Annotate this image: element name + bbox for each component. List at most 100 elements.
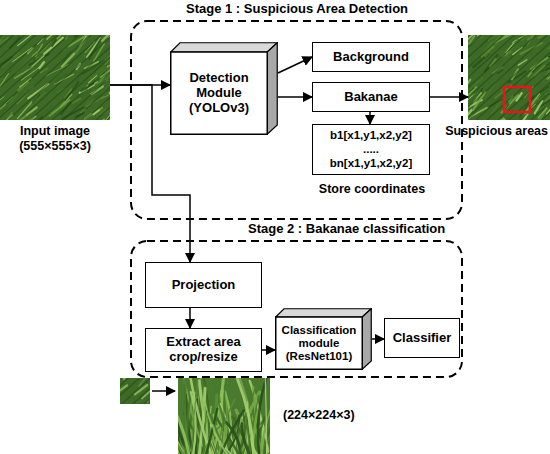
grass-stroke: [113, 408, 119, 411]
leaf-blade: [213, 425, 231, 454]
row-furrow: [89, 378, 118, 404]
grass-stroke: [149, 396, 157, 401]
leaf-blade: [191, 382, 198, 454]
output-image: Suspicious areas: [468, 35, 550, 155]
flow-arrow: [110, 84, 170, 86]
grass-stroke: [13, 48, 32, 62]
stage-region: Stage 1 : Suspicious Area DetectionDetec…: [130, 20, 463, 220]
flow-arrow: [372, 338, 384, 340]
grass-stroke: [168, 383, 178, 389]
row-furrow: [531, 35, 550, 120]
leaf-blade: [264, 425, 287, 454]
stage-heading: Stage 1 : Suspicious Area Detection: [186, 1, 408, 16]
field-photo: [0, 35, 110, 120]
flow-arrow: [430, 96, 468, 98]
resize-arrow: [152, 390, 175, 392]
grass-stroke: [104, 381, 119, 396]
row-furrow: [52, 35, 110, 120]
dashed-border: [131, 21, 462, 219]
row-furrow: [100, 378, 129, 404]
image-caption: Suspicious areas: [445, 124, 548, 139]
row-furrow: [111, 378, 140, 404]
grass-stroke: [108, 362, 116, 374]
class-box: Background: [312, 42, 430, 72]
flow-arrow: [110, 85, 190, 262]
leaf-blade: [171, 377, 182, 454]
row-furrow: [487, 35, 550, 120]
row-furrow: [476, 35, 550, 120]
grass-stroke: [4, 97, 13, 105]
stage-heading: Stage 2 : Bakanae classification: [248, 221, 445, 236]
flow-arrow: [278, 57, 312, 73]
row-furrow: [19, 35, 110, 120]
leaf-blade: [261, 391, 278, 454]
block-front: [276, 317, 363, 369]
row-furrow: [96, 35, 110, 120]
store-caption: Store coordinates: [283, 182, 461, 197]
box-label: Bakanae: [344, 90, 397, 105]
resized-crop: [159, 373, 288, 454]
grass-stroke: [478, 35, 492, 36]
flow-arrow: [189, 308, 191, 328]
row-furrow: [468, 35, 550, 120]
grass-stroke: [101, 379, 114, 394]
input-image: Input image (555×555×3): [0, 35, 110, 160]
block-top: [276, 309, 372, 317]
block-side: [267, 43, 277, 135]
process-box: Extract area crop/resize: [145, 328, 262, 372]
block-front: [171, 52, 268, 134]
grass-stroke: [147, 401, 169, 412]
leaf-blade: [237, 378, 254, 454]
image-caption: Input image (555×555×3): [0, 124, 110, 154]
process-box: Classifier: [384, 318, 460, 358]
class-box: Bakanae: [312, 82, 430, 112]
suspicious-box: [504, 87, 530, 112]
coordinate-text: b1[x1,y1,x2,y2]: [330, 129, 412, 142]
grass-stroke: [76, 35, 90, 52]
grass-stroke: [548, 45, 550, 49]
flow-arrow: [262, 349, 275, 351]
grass-stroke: [485, 55, 497, 71]
leaf-blade: [265, 378, 266, 454]
grass-stroke: [102, 373, 121, 388]
row-furrow: [63, 35, 110, 120]
coordinate-store: b1[x1,y1,x2,y2].....bn[x1,y1,x2,y2]Store…: [312, 124, 430, 175]
grass-stroke: [89, 39, 101, 59]
field-photo: [468, 35, 550, 120]
row-furrow: [107, 35, 110, 120]
grass-stroke: [86, 119, 104, 120]
row-furrow: [122, 378, 151, 404]
dimension-label: (224×224×3): [283, 408, 355, 422]
block-face: Classification module (ResNet101): [275, 317, 363, 370]
box-label: Classifier: [393, 331, 452, 346]
grass-stroke: [36, 113, 51, 120]
detection-module: Detection Module (YOLOv3): [170, 42, 278, 135]
leaf-blade: [159, 408, 181, 454]
flow-arrow: [369, 112, 371, 124]
coordinate-text: .....: [363, 143, 379, 156]
process-box: Projection: [145, 262, 262, 308]
stage-region: Stage 2 : Bakanae classificationProjecti…: [130, 240, 463, 378]
row-furrow: [542, 35, 550, 120]
grass-stroke: [505, 104, 509, 109]
box-label: Projection: [172, 278, 236, 293]
grass-stroke: [52, 40, 56, 46]
row-furrow: [498, 35, 550, 120]
grass-stroke: [121, 412, 129, 419]
block-top: [171, 43, 278, 52]
flow-arrow: [278, 96, 312, 98]
box-label: Background: [333, 50, 409, 65]
block-side: [362, 309, 371, 370]
block-face: Detection Module (YOLOv3): [170, 52, 268, 135]
grass-stroke: [107, 376, 116, 383]
coordinate-text: bn[x1,y1,x2,y2]: [330, 157, 412, 170]
grass-stroke: [146, 391, 164, 404]
module-label: Detection Module (YOLOv3): [172, 71, 266, 116]
module-label: Classification module (ResNet101): [277, 324, 361, 364]
row-furrow: [0, 35, 36, 120]
row-furrow: [85, 35, 110, 120]
leaf-blade: [204, 395, 217, 454]
grass-stroke: [103, 363, 117, 377]
